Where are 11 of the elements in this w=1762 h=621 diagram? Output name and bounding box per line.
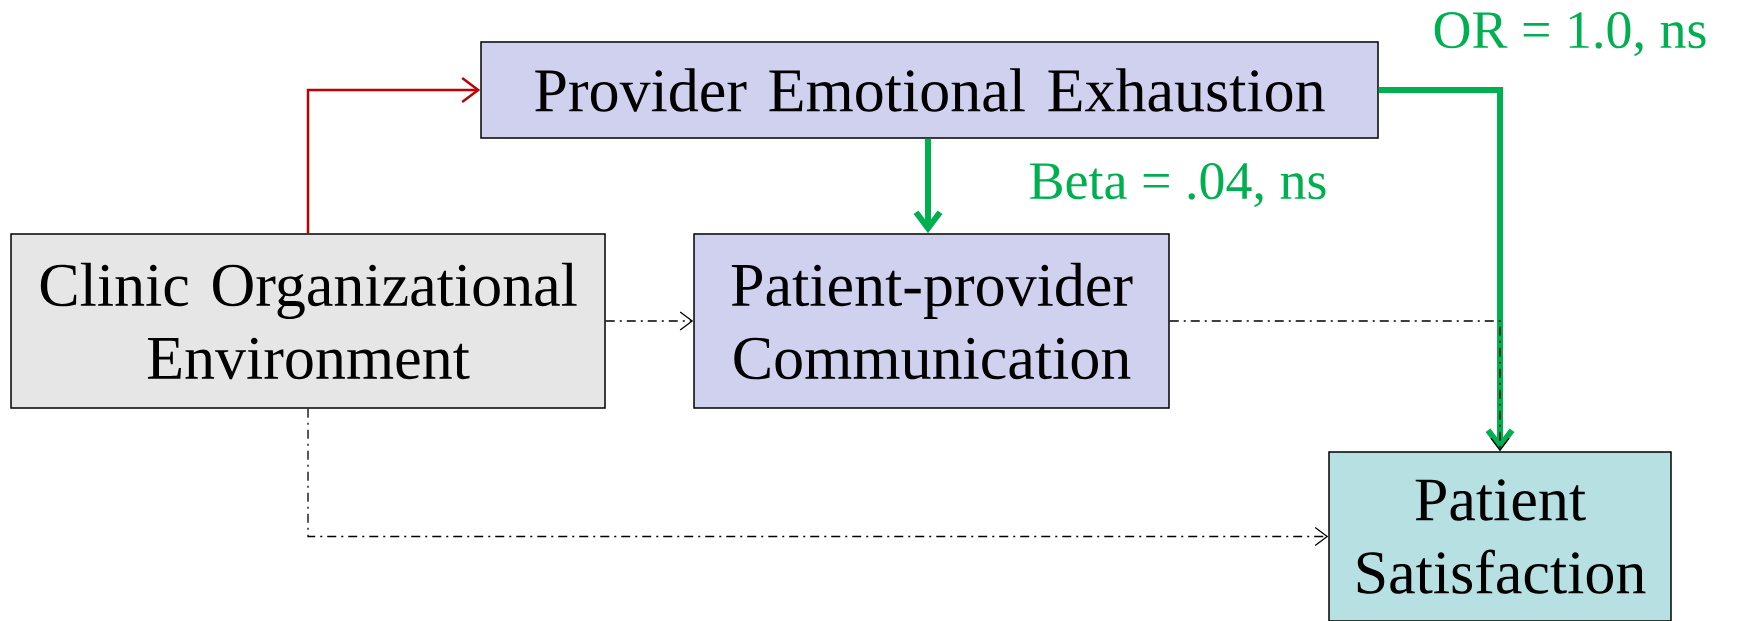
arrow <box>306 77 481 234</box>
edge-label: OR = 1.0, ns <box>1430 9 1710 59</box>
arrow <box>913 138 943 234</box>
process-box: Patient-provider Communication <box>693 233 1170 409</box>
edge-label: Beta = .04, ns <box>1026 160 1330 210</box>
arrow <box>605 311 694 331</box>
arrow <box>1169 320 1510 452</box>
process-box: Clinic Organizational Environment <box>10 233 606 409</box>
process-box: Provider Emotional Exhaustion <box>480 41 1379 139</box>
arrow <box>307 408 1329 547</box>
process-box: Patient Satisfaction <box>1328 451 1672 621</box>
